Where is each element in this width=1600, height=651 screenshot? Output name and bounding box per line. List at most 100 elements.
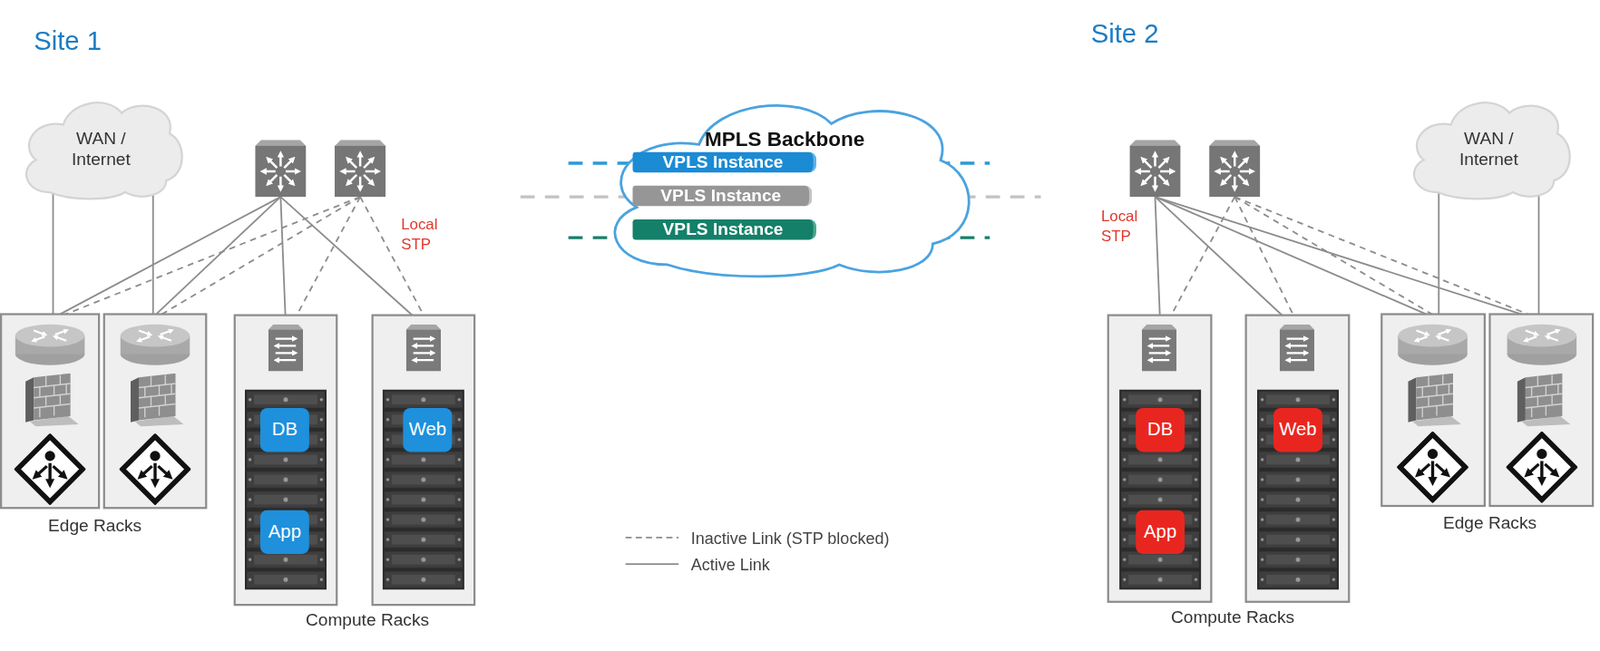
firewall-icon: [1517, 373, 1571, 428]
label-anchor: Edge Racks: [0, 515, 197, 537]
active-link: [1155, 196, 1161, 325]
core-switch: [334, 139, 386, 197]
active-link: [1155, 196, 1525, 316]
label-anchor: Site 1: [33, 24, 177, 59]
wan-cloud: WAN / Internet: [1403, 94, 1575, 205]
router-icon: [120, 324, 191, 366]
router-icon: [1507, 324, 1578, 366]
servers: [1119, 390, 1201, 591]
compute-rack: [1246, 315, 1350, 603]
compute-rack: [234, 315, 338, 606]
firewall-icon: [130, 373, 185, 428]
node-text: VPLS Instance: [660, 185, 781, 207]
app-box: App: [260, 510, 310, 555]
label-anchor: Site 2: [1091, 17, 1235, 51]
tor-switch: [406, 324, 441, 372]
tor-switch: [1279, 324, 1315, 372]
active-link: [58, 196, 281, 316]
node-text: WAN / Internet: [1450, 126, 1529, 171]
app-box: DB: [1135, 408, 1185, 452]
app-box: Web: [402, 408, 452, 452]
vpls-band: VPLS Instance: [633, 219, 818, 241]
vpls-band: VPLS Instance: [633, 185, 813, 207]
wan-link: [52, 188, 55, 316]
label-anchor: Local STP: [1101, 206, 1151, 245]
wan-cloud: WAN / Internet: [15, 94, 187, 205]
edge-rack: [1381, 314, 1485, 508]
server-stack: [382, 390, 465, 591]
server-stack: [1257, 390, 1339, 591]
cloud-outline: [15, 94, 187, 205]
label-anchor: Compute Racks: [254, 609, 480, 632]
tor-switch: [268, 324, 303, 372]
node-text: DB: [272, 419, 298, 441]
app-box: DB: [260, 408, 310, 452]
active-link: [280, 196, 286, 325]
servers: [1257, 390, 1339, 591]
blocked-link: [63, 196, 361, 316]
blocked-link: [1234, 196, 1531, 316]
blocked-link: [1234, 196, 1434, 316]
legend-text: Active Link: [691, 556, 771, 574]
node-text: Web: [409, 419, 447, 441]
wan-link: [1437, 188, 1440, 316]
racks: [0, 314, 1593, 606]
edge-rack: [1490, 314, 1594, 508]
label-anchor: Compute Racks: [1120, 606, 1346, 629]
rack-group-label: Compute Racks: [305, 610, 430, 630]
compute-rack: [372, 315, 476, 606]
load-balancer-icon: [1400, 434, 1466, 500]
cloud-outline: [1403, 94, 1575, 205]
node-text: App: [268, 521, 302, 544]
router-icon: [1397, 324, 1468, 366]
rack-group-label: Edge Racks: [48, 516, 142, 536]
app-box: App: [1135, 510, 1185, 555]
servers: [244, 390, 327, 591]
node-text: MPLS Backbone: [589, 127, 980, 152]
label-anchor: Local STP: [400, 214, 450, 254]
legend-entry: Inactive Link (STP blocked): [691, 528, 890, 550]
node-text: App: [1143, 521, 1177, 544]
node-text: VPLS Instance: [663, 152, 784, 174]
legend-entry: Active Link: [691, 555, 771, 576]
legend-dashed-sample: [625, 536, 680, 539]
legend-solid-sample: [625, 563, 680, 566]
server-stack: [244, 390, 327, 591]
wan-link: [1538, 188, 1541, 316]
node-text: WAN / Internet: [62, 126, 141, 171]
router-icon: [15, 324, 86, 366]
backbone-cloud: MPLS BackboneVPLS InstanceVPLS InstanceV…: [589, 89, 980, 286]
firewall-icon: [25, 373, 79, 428]
stp-note: Local STP: [1101, 206, 1138, 244]
core-switch: [1129, 139, 1181, 197]
server-stack: [1119, 390, 1201, 591]
load-balancer-icon: [1509, 434, 1575, 500]
app-box: Web: [1273, 408, 1323, 452]
active-link: [1155, 196, 1430, 316]
servers: [382, 390, 465, 591]
legend-text: Inactive Link (STP blocked): [691, 529, 890, 547]
tor-switch: [1141, 324, 1177, 372]
rack-group-label: Edge Racks: [1443, 513, 1537, 533]
active-link: [1155, 196, 1293, 325]
blocked-link: [292, 196, 361, 325]
wan-link: [152, 188, 155, 316]
edge-rack: [0, 314, 99, 509]
rack-group-label: Compute Racks: [1170, 608, 1295, 628]
compute-rack: [1108, 315, 1212, 603]
stp-note: Local STP: [400, 214, 438, 252]
blocked-link: [1166, 196, 1235, 325]
load-balancer-icon: [17, 437, 83, 503]
site-title: Site 1: [33, 25, 102, 57]
vpls-band: VPLS Instance: [633, 152, 818, 174]
core-switch: [254, 139, 306, 197]
firewall-icon: [1408, 373, 1463, 428]
core-switch: [1209, 139, 1260, 197]
cloud-path: [26, 102, 183, 199]
load-balancer-icon: [122, 437, 188, 503]
edge-rack: [104, 314, 207, 509]
node-text: VPLS Instance: [663, 219, 784, 241]
